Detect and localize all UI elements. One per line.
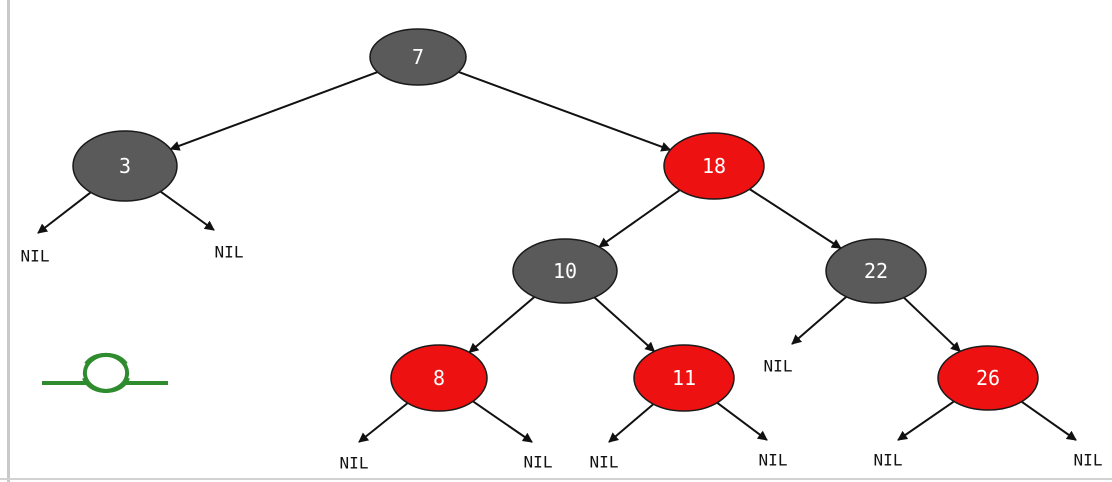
edge-n11-nil7 (716, 401, 768, 441)
nil-leaf: NIL (759, 451, 788, 470)
node-circle-3 (72, 130, 178, 202)
edge-n11-nil6 (608, 403, 655, 443)
nil-leaf: NIL (340, 454, 369, 473)
nil-leaf: NIL (1074, 451, 1103, 470)
edge-n18-n10 (598, 189, 681, 248)
edge-n7-n3 (169, 71, 378, 151)
edge-n3-nil2 (159, 190, 215, 231)
edge-n10-n8 (468, 296, 536, 354)
nil-leaf: NIL (590, 453, 619, 472)
node-value-8: 8 (433, 366, 445, 390)
tree-node-26: 26 (937, 345, 1039, 411)
nil-leaf: NIL (215, 243, 244, 262)
bottom-border (0, 478, 1112, 480)
edge-n8-nil5 (472, 400, 533, 443)
edge-n22-nil3 (791, 296, 848, 345)
nil-leaf: NIL (874, 451, 903, 470)
node-value-22: 22 (864, 259, 888, 283)
nil-leaf: NIL (21, 247, 50, 266)
edge-n18-n22 (749, 188, 842, 250)
tree-node-18: 18 (663, 132, 765, 200)
node-value-10: 10 (553, 259, 577, 283)
left-border (7, 0, 10, 482)
node-circle-8 (390, 344, 488, 412)
node-value-18: 18 (702, 154, 726, 178)
node-value-11: 11 (672, 366, 696, 390)
tree-node-7: 7 (369, 28, 467, 86)
tree-node-3: 3 (72, 130, 178, 202)
node-circle-11 (633, 344, 735, 412)
node-circle-18 (663, 132, 765, 200)
edge-n22-n26 (903, 296, 961, 353)
edge-n26-nil8 (897, 400, 955, 441)
node-value-26: 26 (976, 366, 1000, 390)
logo-right-g-icon (82, 352, 168, 393)
edge-n8-nil4 (358, 402, 409, 443)
geeksforgeeks-logo (42, 352, 168, 393)
node-value-7: 7 (412, 45, 424, 69)
node-circle-7 (369, 28, 467, 86)
edge-n26-nil9 (1021, 400, 1077, 441)
nil-leaf: NIL (764, 357, 793, 376)
node-circle-26 (937, 345, 1039, 411)
node-value-3: 3 (119, 154, 131, 178)
tree-node-11: 11 (633, 344, 735, 412)
edge-n7-n18 (458, 71, 672, 152)
nil-leaf: NIL (524, 453, 553, 472)
tree-node-22: 22 (825, 238, 927, 304)
node-circle-10 (512, 238, 618, 304)
edge-n10-n11 (593, 296, 656, 353)
tree-node-8: 8 (390, 344, 488, 412)
tree-node-10: 10 (512, 238, 618, 304)
node-circle-22 (825, 238, 927, 304)
edge-n3-nil1 (37, 191, 92, 234)
